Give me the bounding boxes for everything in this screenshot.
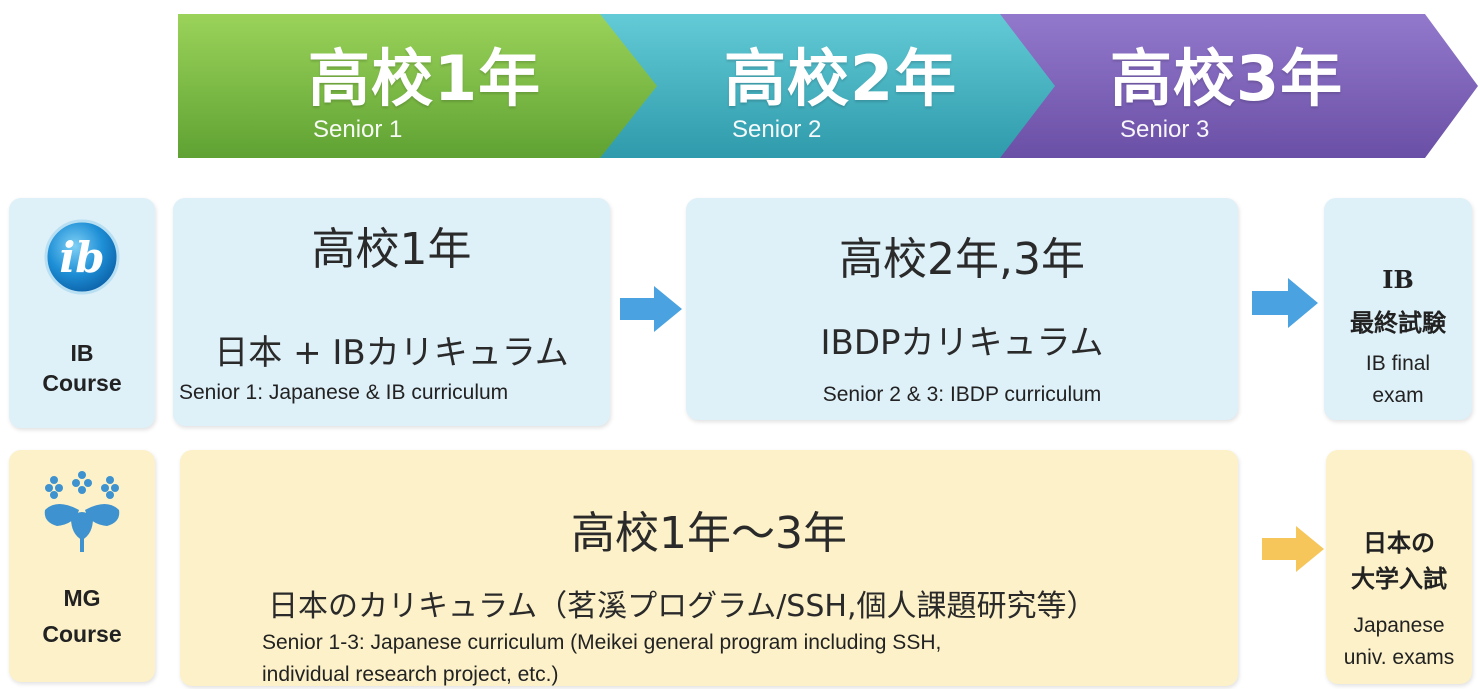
ib-final-en-1: IB final [1365,352,1431,375]
ib-final-title-1: IB [1382,265,1414,294]
ib-label-line1: IB [70,340,94,366]
mg-box-jp: 日本のカリキュラム（茗溪プログラム/SSH,個人課題研究等） [268,589,1097,624]
mg-box-en-1: Senior 1-3: Japanese curriculum (Meikei … [262,631,942,654]
mg-final-title-1: 日本の [1363,529,1435,557]
year-3-title: 高校3年 [1110,42,1344,115]
ib-box2-en: Senior 2 & 3: IBDP curriculum [822,383,1102,406]
mg-box-en-2: individual research project, etc.) [262,663,559,686]
mg-label-line2: Course [42,621,122,647]
ib-box1-jp: 日本 + IBカリキュラム [214,333,569,373]
mg-final-title-2: 大学入試 [1351,565,1447,593]
year-1-title: 高校1年 [308,42,542,115]
ib-box2-jp: IBDPカリキュラム [820,323,1104,363]
mg-course-label-box: MG Course [9,450,155,682]
year-1-chevron [178,14,657,158]
year-3-chevron [980,14,1478,158]
ib-course-label: IB Course [22,338,142,398]
mg-final-en-2: univ. exams [1343,646,1455,669]
ib-final-en-2: exam [1372,384,1424,407]
year-1-subtitle: Senior 1 [313,116,403,143]
year-2-subtitle: Senior 2 [732,116,822,143]
mg-senior1-3-box: 高校1年～3年 日本のカリキュラム（茗溪プログラム/SSH,個人課題研究等） S… [180,450,1238,686]
ib-final-title-2: 最終試験 [1350,309,1446,337]
year-header-chevrons [178,14,1478,158]
ib-logo-icon: ib [44,219,120,295]
mg-final-en-1: Japanese [1353,614,1445,637]
ib-senior1-box: 高校1年 日本 + IBカリキュラム Senior 1: Japanese & … [173,198,610,426]
year-2-title: 高校2年 [724,42,958,115]
ib-label-line2: Course [42,370,122,396]
ib-box1-en: Senior 1: Japanese & IB curriculum [179,381,509,404]
svg-text:ib: ib [59,233,104,282]
ib-arrow-1-icon [620,286,682,332]
mg-label-line1: MG [63,585,101,611]
mg-arrow-icon [1262,526,1324,572]
mg-japanese-univ-exam-box: 日本の 大学入試 Japanese univ. exams [1326,450,1472,684]
ib-box1-title: 高校1年 [311,224,472,275]
year-3-subtitle: Senior 3 [1120,116,1210,143]
ib-final-exam-box: IB 最終試験 IB final exam [1324,198,1472,420]
mg-course-label: MG Course [22,580,142,652]
ib-senior2-3-box: 高校2年,3年 IBDPカリキュラム Senior 2 & 3: IBDP cu… [686,198,1238,420]
ib-course-label-box: ib IB Course [9,198,155,428]
mg-box-title: 高校1年～3年 [571,508,847,559]
year-2-chevron [582,14,1055,158]
ib-box2-title: 高校2年,3年 [839,234,1085,285]
ib-arrow-2-icon [1252,278,1318,328]
paulownia-crest-icon [44,471,120,552]
